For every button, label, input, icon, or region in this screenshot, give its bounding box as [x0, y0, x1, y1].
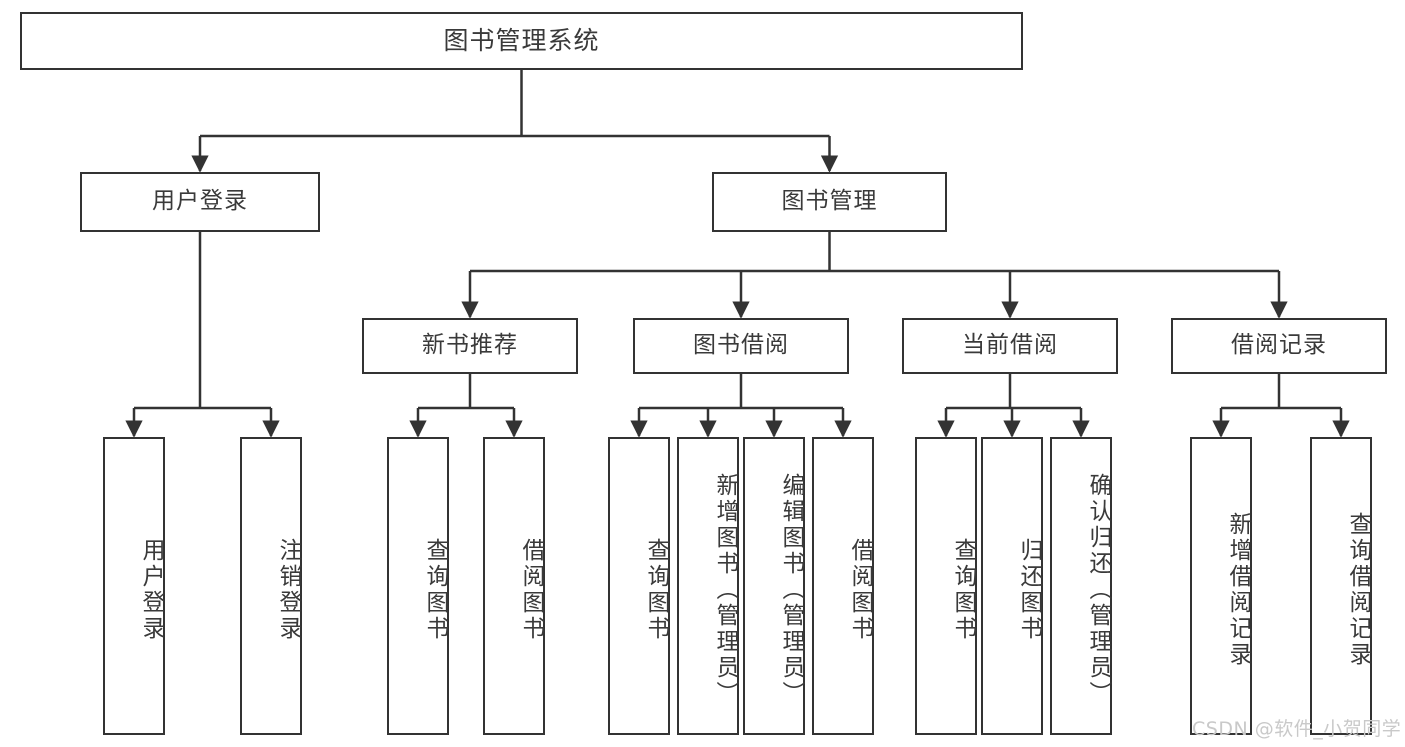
- node-leaf-query-book-3[interactable]: 查询图书: [915, 437, 977, 735]
- node-leaf-confirm-return[interactable]: 确认归还（管理员）: [1050, 437, 1112, 735]
- node-leaf-logout[interactable]: 注销登录: [240, 437, 302, 735]
- node-book-borrow[interactable]: 图书借阅: [633, 318, 849, 374]
- node-leaf-edit-book[interactable]: 编辑图书（管理员）: [743, 437, 805, 735]
- csdn-watermark: CSDN @软件_小贺同学: [1192, 718, 1402, 740]
- node-leaf-borrow-book-1[interactable]: 借阅图书: [483, 437, 545, 735]
- node-leaf-add-book[interactable]: 新增图书（管理员）: [677, 437, 739, 735]
- node-user-login[interactable]: 用户登录: [80, 172, 320, 232]
- node-new-book-recommend[interactable]: 新书推荐: [362, 318, 578, 374]
- node-book-manage[interactable]: 图书管理: [712, 172, 947, 232]
- node-leaf-borrow-book-2[interactable]: 借阅图书: [812, 437, 874, 735]
- node-current-borrow[interactable]: 当前借阅: [902, 318, 1118, 374]
- node-leaf-return-book[interactable]: 归还图书: [981, 437, 1043, 735]
- node-borrow-record[interactable]: 借阅记录: [1171, 318, 1387, 374]
- node-leaf-add-record[interactable]: 新增借阅记录: [1190, 437, 1252, 735]
- node-leaf-user-login[interactable]: 用户登录: [103, 437, 165, 735]
- node-leaf-query-book-2[interactable]: 查询图书: [608, 437, 670, 735]
- node-leaf-query-book-1[interactable]: 查询图书: [387, 437, 449, 735]
- node-leaf-query-record[interactable]: 查询借阅记录: [1310, 437, 1372, 735]
- node-root-system[interactable]: 图书管理系统: [20, 12, 1023, 70]
